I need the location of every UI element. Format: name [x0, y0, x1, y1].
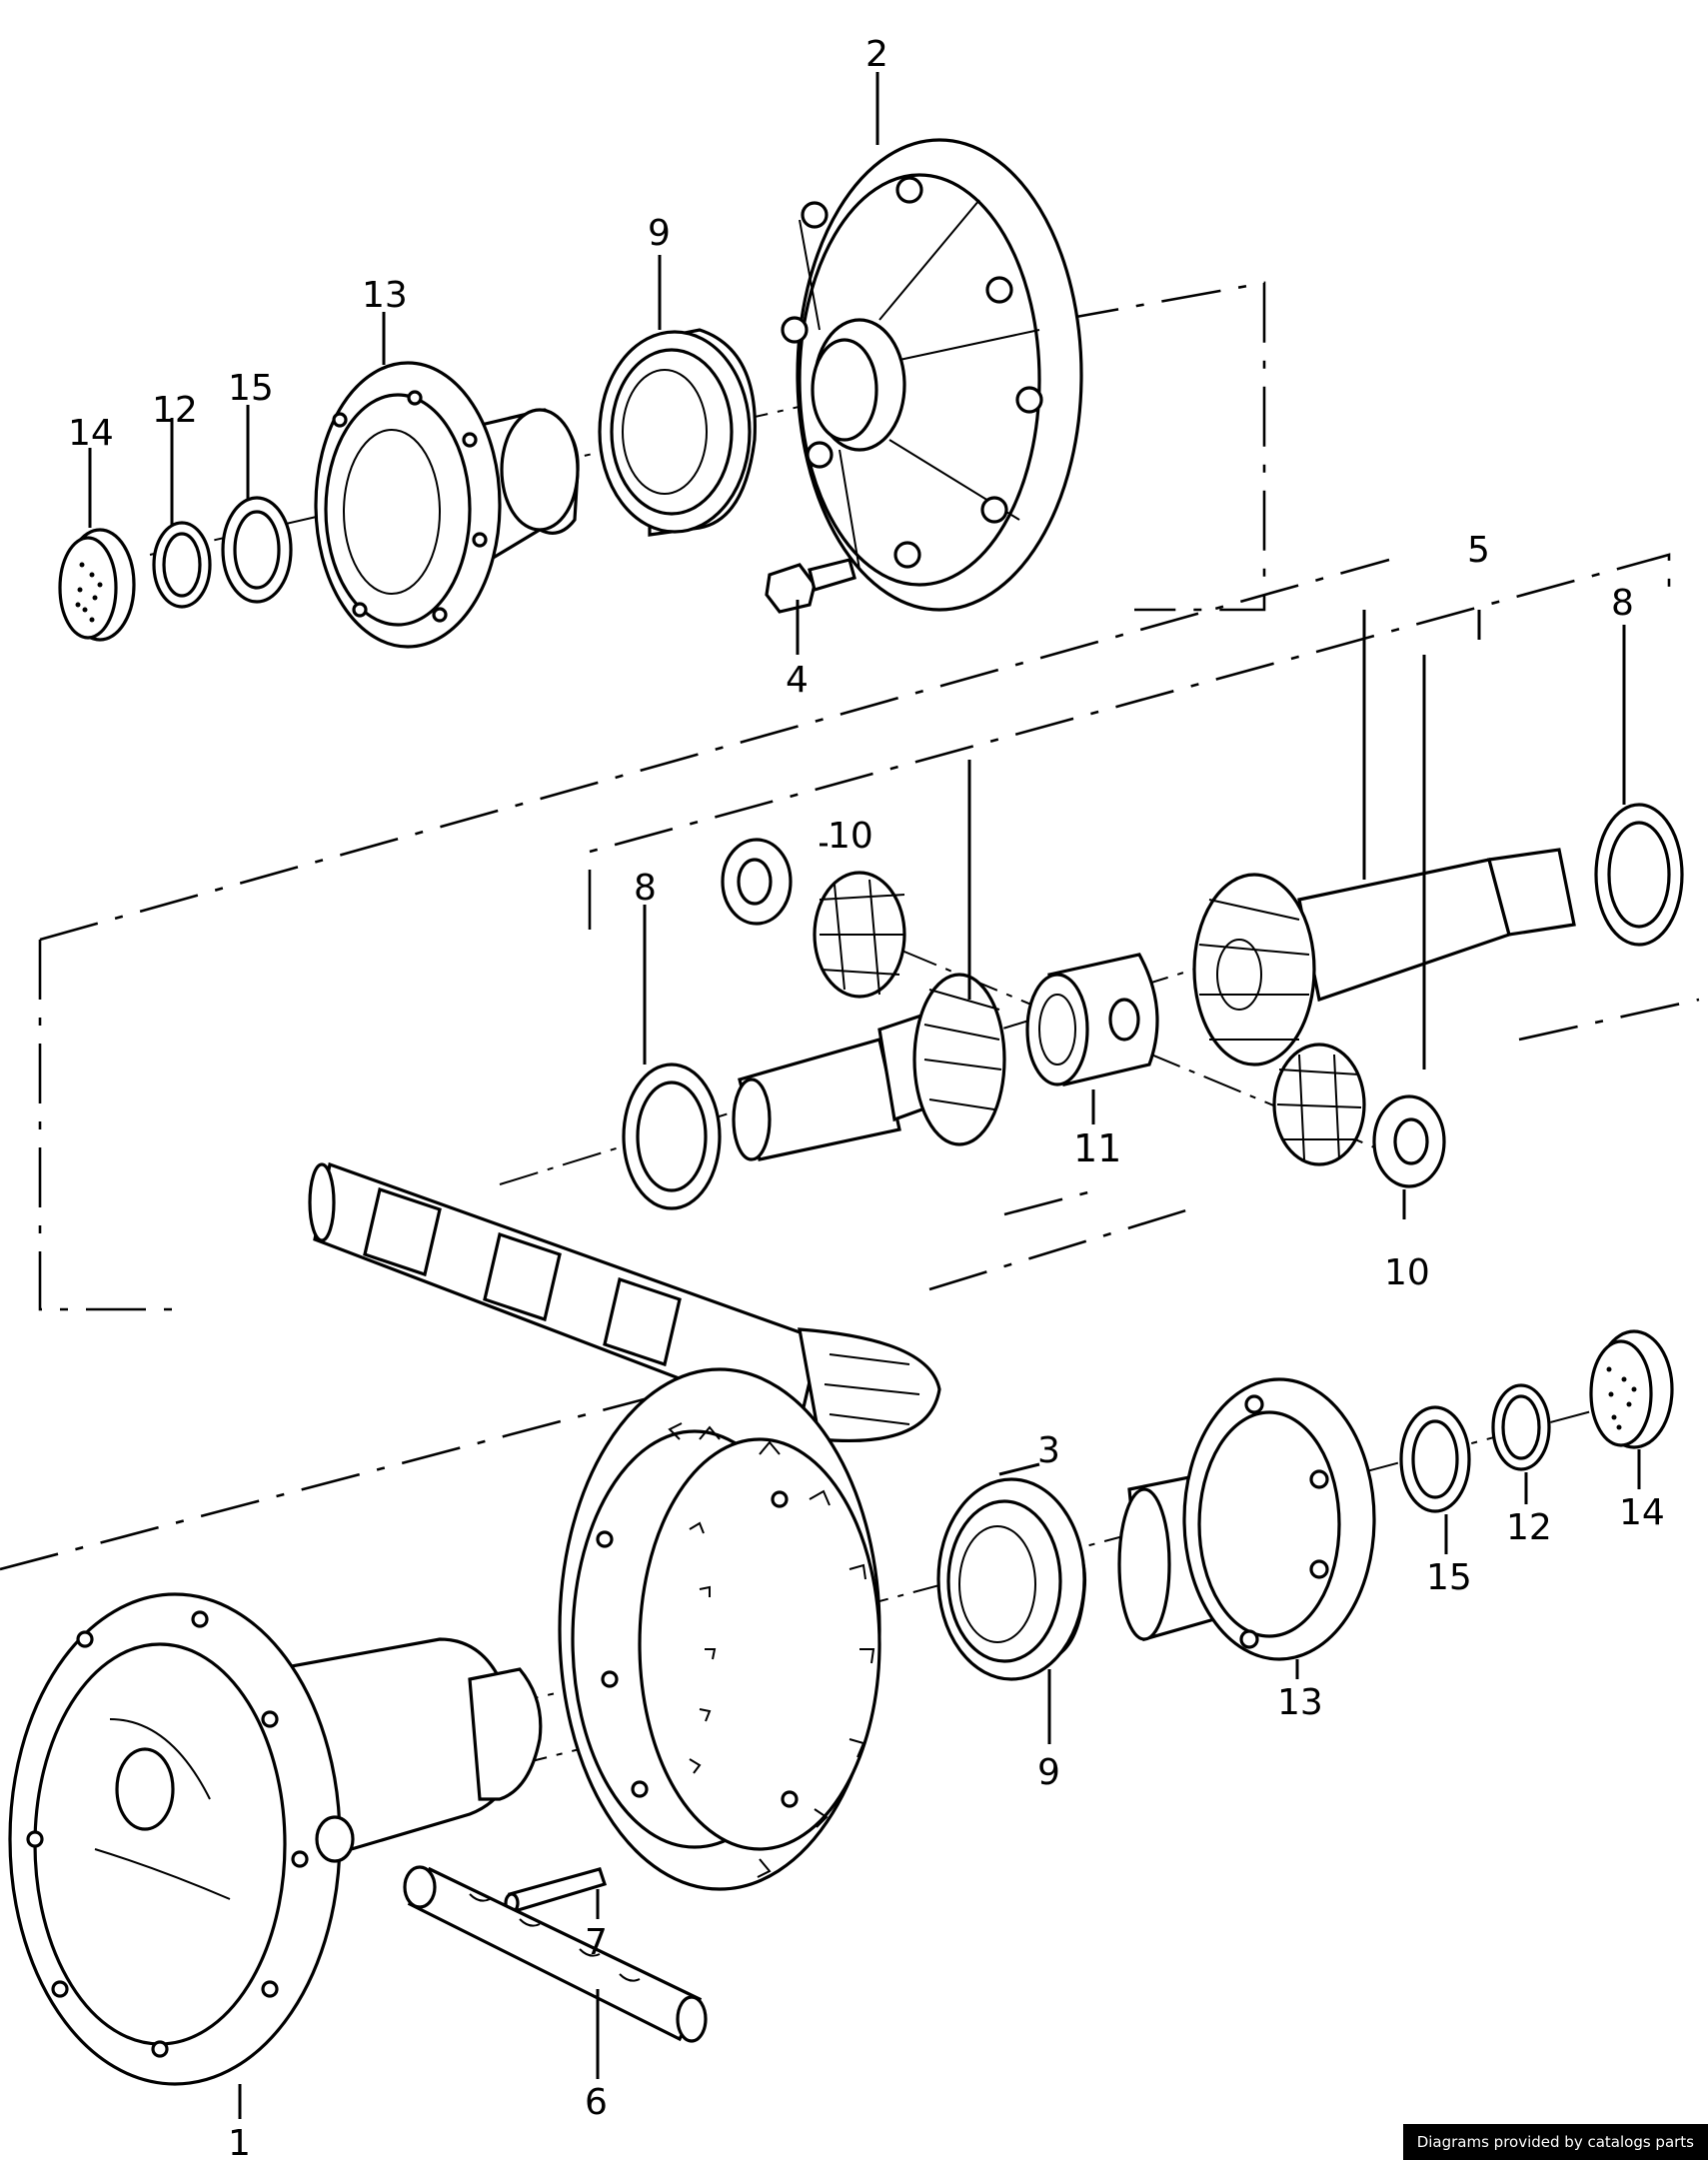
part-12-lower-circlip [1491, 1383, 1551, 1471]
part-15-top-washer [221, 496, 293, 604]
part-8-right-washer [1594, 803, 1684, 947]
callout-8-left: 8 [634, 868, 657, 909]
callout-14-lower: 14 [1619, 1492, 1665, 1533]
part-8-left-washer [622, 1063, 722, 1210]
callout-7: 7 [585, 1922, 608, 1963]
part-14-top-cap [58, 528, 136, 642]
part-9-top-bearing [598, 328, 757, 537]
part-14-lower-cap [1589, 1329, 1674, 1449]
left-stub-shaft [732, 973, 1006, 1161]
callout-14-top: 14 [68, 413, 114, 454]
part-15-lower-washer [1399, 1405, 1471, 1513]
callout-15-top: 15 [228, 368, 274, 409]
part-6-shaft [403, 1865, 708, 2043]
callout-13-top: 13 [362, 275, 408, 316]
callout-2: 2 [865, 34, 888, 75]
part-11-sleeve [1025, 953, 1159, 1086]
leader-lines [88, 72, 1641, 2119]
part-7-pin [504, 1867, 608, 1914]
callout-10-upper: 10 [828, 816, 873, 857]
callout-4: 4 [786, 660, 809, 701]
callout-10-lower: 10 [1384, 1252, 1430, 1293]
credit-banner: Diagrams provided by catalogs parts [1402, 2124, 1708, 2160]
part-12-top-circlip [152, 521, 212, 609]
part-3-ring-gear [558, 1367, 881, 1891]
callout-6: 6 [585, 2082, 608, 2123]
callout-labels: 2 9 13 15 12 14 4 5 8 10 8 11 10 3 9 13 … [68, 34, 1665, 2160]
part-2-cover [781, 138, 1083, 612]
callout-11: 11 [1073, 1126, 1121, 1170]
part-9-lower-bearing [936, 1477, 1087, 1681]
small-bevel-gear-lower [1272, 1043, 1366, 1166]
long-shaft [308, 1161, 941, 1443]
part-13-lower-flange [1117, 1377, 1376, 1661]
callout-5: 5 [1467, 530, 1490, 571]
part-10-lower-washer [1372, 1094, 1446, 1188]
small-bevel-gear-upper [813, 871, 906, 999]
callout-8-right: 8 [1611, 583, 1634, 624]
part-1-housing [8, 1592, 543, 2086]
callout-12-lower: 12 [1506, 1507, 1552, 1548]
callout-12-top: 12 [152, 390, 198, 431]
right-shaft-gear [1192, 848, 1576, 1067]
callout-15-lower: 15 [1426, 1557, 1472, 1598]
part-10-upper-washer [721, 838, 793, 926]
callout-3: 3 [1037, 1430, 1060, 1471]
part-4-bolt [765, 558, 856, 614]
callout-9-top: 9 [648, 213, 671, 254]
part-13-top-flange [314, 361, 580, 649]
callout-13-lower: 13 [1277, 1682, 1323, 1723]
callout-9-lower: 9 [1037, 1752, 1060, 1793]
callout-1: 1 [228, 2123, 251, 2160]
